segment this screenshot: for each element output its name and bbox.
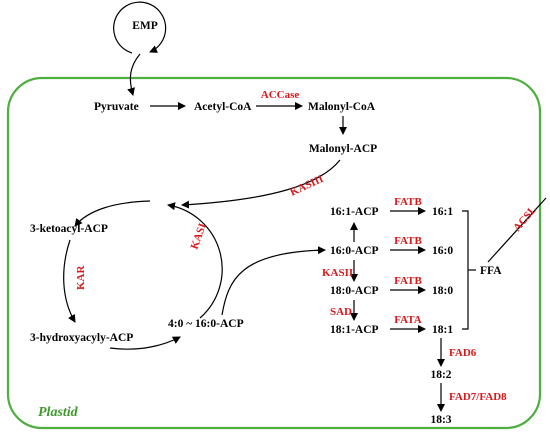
ketoacyl-acp-label: 3-ketoacyl-ACP (30, 223, 108, 235)
acp-16-0-label: 16:0-ACP (330, 245, 379, 257)
malonyl-acp-to-cycle-arrow (181, 159, 341, 209)
emp-cycle-arrow (113, 1, 167, 54)
ffa-bracket (462, 210, 469, 330)
fatb-enzyme-3: FATB (394, 275, 422, 287)
emp-to-pyruvate-arrow (127, 53, 141, 96)
acp-18-1-label: 18:1-ACP (330, 324, 379, 336)
ffa-export-line (487, 197, 547, 263)
sad-enzyme: SAD (330, 306, 352, 318)
fa-18-0-label: 18:0 (432, 285, 453, 297)
fata-enzyme: FATA (394, 314, 422, 326)
acetyl-coa-label: Acetyl-CoA (194, 101, 252, 113)
malonyl-acp-label: Malonyl-ACP (309, 143, 377, 155)
plastid-membrane (6, 76, 542, 430)
accase-enzyme: ACCase (261, 89, 300, 101)
fa-16-0-label: 16:0 (432, 245, 453, 257)
malonyl-coa-label: Malonyl-CoA (308, 101, 376, 113)
kar-enzyme: KAR (75, 265, 87, 291)
fatb-enzyme-2: FATB (394, 235, 422, 247)
pyruvate-label: Pyruvate (94, 101, 139, 113)
acp-16-1-label: 16:1-ACP (330, 206, 379, 218)
cycle-arc-left-bottom (63, 239, 76, 323)
fa-18-3-label: 18:3 (430, 414, 451, 426)
fad6-enzyme: FAD6 (449, 347, 477, 359)
plastid-label: Plastid (38, 405, 79, 420)
cycle-arc-bottom (109, 336, 181, 350)
cycle-arc-right (167, 202, 223, 319)
acsl-enzyme: ACSL (511, 204, 539, 234)
cycle-arc-left-top (74, 200, 151, 227)
fad78-enzyme: FAD7/FAD8 (449, 391, 507, 403)
ffa-label: FFA (480, 265, 502, 277)
acp-range-label: 4:0 ~ 16:0-ACP (168, 318, 244, 330)
kasii-enzyme: KASII (322, 267, 353, 279)
hydroxyacyl-acp-label: 3-hydroxyacyly-ACP (30, 332, 133, 344)
fatb-enzyme-1: FATB (394, 196, 422, 208)
emp-label: EMP (132, 20, 158, 32)
kasiii-enzyme: KASIII (288, 173, 325, 199)
cycle-to-16-0-acp-arrow (221, 246, 326, 316)
fa-16-1-label: 16:1 (432, 206, 453, 218)
kasi-enzyme: KASI (189, 222, 209, 251)
fa-18-1-label: 18:1 (432, 324, 453, 336)
fa-18-2-label: 18:2 (430, 369, 451, 381)
acp-18-0-label: 18:0-ACP (330, 285, 379, 297)
